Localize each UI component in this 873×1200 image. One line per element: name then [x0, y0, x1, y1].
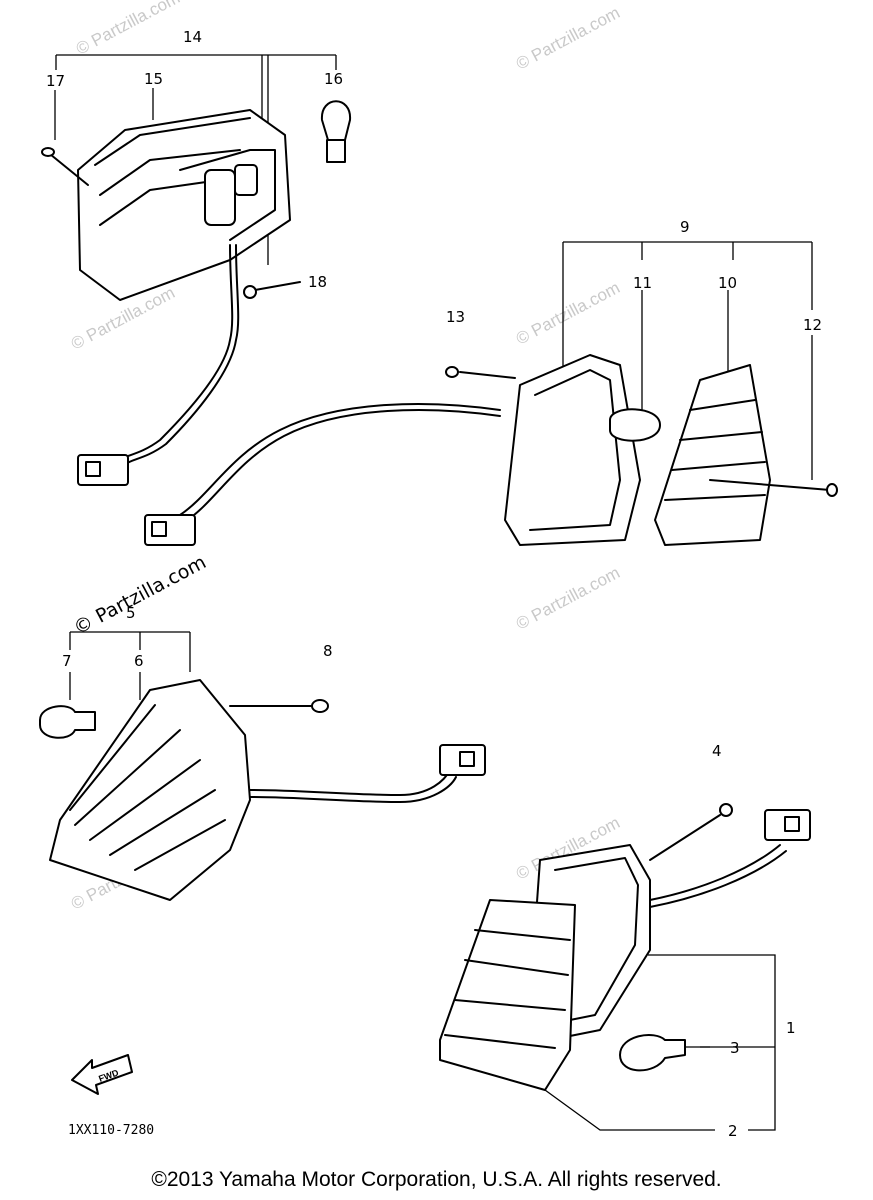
callout-17: 17 — [46, 72, 65, 90]
parts-diagram: © Partzilla.com © Partzilla.com © Partzi… — [39, 0, 838, 1140]
fwd-arrow-icon: FWD — [71, 1054, 133, 1095]
front-turn-signal-right — [144, 241, 838, 546]
watermark: © Partzilla.com — [513, 3, 623, 74]
callout-18: 18 — [308, 273, 327, 291]
copyright-notice: ©2013 Yamaha Motor Corporation, U.S.A. A… — [151, 1168, 722, 1191]
watermark: © Partzilla.com — [73, 0, 183, 59]
callout-6: 6 — [134, 652, 144, 670]
watermark: © Partzilla.com — [513, 563, 623, 634]
callout-11: 11 — [633, 274, 652, 292]
callout-16: 16 — [324, 70, 343, 88]
rear-turn-signal — [439, 803, 811, 1131]
callout-1: 1 — [786, 1019, 796, 1037]
watermark-dark: © Partzilla.com — [70, 551, 210, 639]
diagram-code: 1XX110-7280 — [68, 1123, 154, 1138]
callouts: 14 17 15 16 18 9 11 10 12 13 5 6 7 8 4 1… — [46, 28, 822, 1140]
callout-15: 15 — [144, 70, 163, 88]
callout-4: 4 — [712, 742, 722, 760]
front-turn-signal-left — [39, 631, 486, 901]
callout-9: 9 — [680, 218, 690, 236]
callout-13: 13 — [446, 308, 465, 326]
callout-12: 12 — [803, 316, 822, 334]
tail-light-assembly — [41, 54, 352, 486]
callout-14: 14 — [183, 28, 202, 46]
callout-8: 8 — [323, 642, 333, 660]
callout-10: 10 — [718, 274, 737, 292]
callout-7: 7 — [62, 652, 72, 670]
callout-2: 2 — [728, 1122, 738, 1140]
watermark: © Partzilla.com — [513, 278, 623, 349]
callout-3: 3 — [730, 1039, 740, 1057]
callout-5: 5 — [126, 604, 136, 622]
